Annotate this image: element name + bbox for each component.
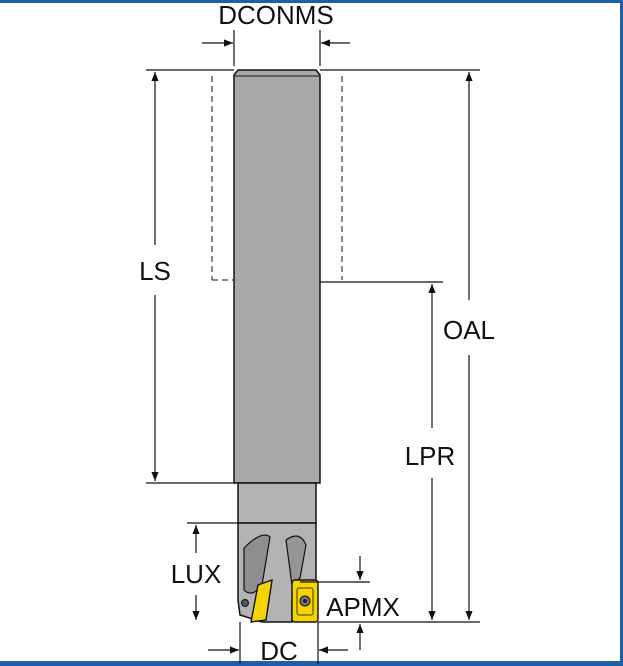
ls-dimension	[146, 69, 234, 484]
dc-label: DC	[260, 636, 298, 666]
tool-neck	[237, 482, 317, 524]
lpr-dimension	[320, 281, 443, 620]
ls-label: LS	[139, 256, 171, 286]
oal-dimension	[318, 69, 480, 623]
dc-dimension	[208, 622, 348, 664]
dconms-label: DCONMS	[218, 0, 334, 30]
left-insert	[250, 578, 273, 623]
lux-label: LUX	[171, 559, 222, 589]
apmx-label: APMX	[326, 592, 400, 622]
lux-dimension	[187, 522, 238, 620]
right-insert	[291, 579, 319, 623]
oal-label: OAL	[443, 315, 495, 345]
frame-top-border	[0, 0, 623, 3]
frame-right-border	[620, 0, 623, 666]
lpr-label: LPR	[405, 441, 456, 471]
frame-bottom-border	[0, 661, 623, 666]
tool-shank	[233, 69, 321, 484]
apmx-dimension	[300, 556, 370, 650]
dconms-dimension	[202, 30, 350, 281]
